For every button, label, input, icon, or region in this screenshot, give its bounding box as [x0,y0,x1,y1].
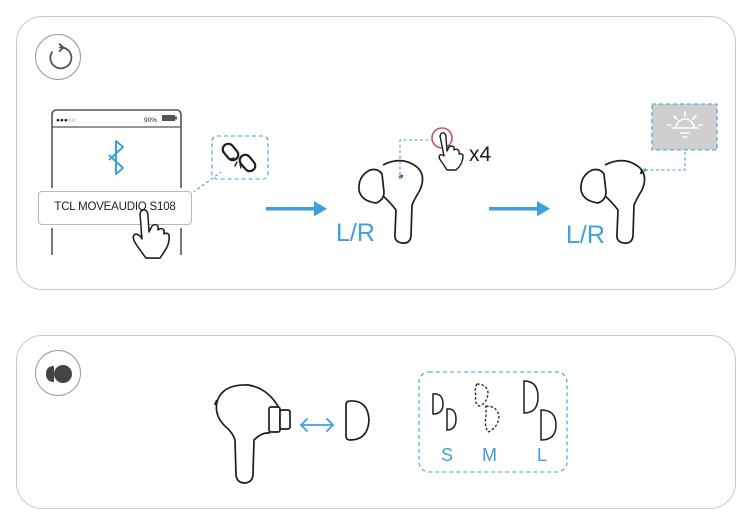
hand-tap-icon [132,209,170,259]
eartip-size-s [432,393,457,431]
led-light-icon [667,111,703,138]
unlink-icon-box [211,135,269,180]
tap-count: x4 [469,143,492,166]
reset-icon [35,34,81,80]
earbud-icon [580,159,646,244]
bluetooth-icon [108,140,124,175]
arrow-right-icon [489,201,550,217]
size-label-m: M [482,445,497,465]
eartip-instructions-panel [16,335,736,509]
battery-icon [162,115,175,121]
size-label-s: S [441,445,453,465]
arrow-right-icon [266,201,327,217]
eartip-size-l [523,380,557,441]
side-label: L/R [566,221,605,249]
hand-tap-icon [438,132,464,171]
earbud-icon [358,159,424,244]
eartip-large [345,400,370,441]
eartip-sizes-box [418,371,568,473]
earbud-icon [213,384,291,484]
status-signal: ●●●○○ [56,117,76,124]
double-arrow-icon [300,418,334,432]
side-label: L/R [336,219,375,247]
phone-outline [51,109,182,255]
device-name-item[interactable]: TCL MOVEAUDIO S108 [38,191,192,225]
size-label-l: L [537,445,547,465]
eartip-icon [35,350,81,396]
eartip-size-m [474,383,500,433]
unlink-icon [221,142,257,173]
status-battery: 90% [144,117,157,124]
